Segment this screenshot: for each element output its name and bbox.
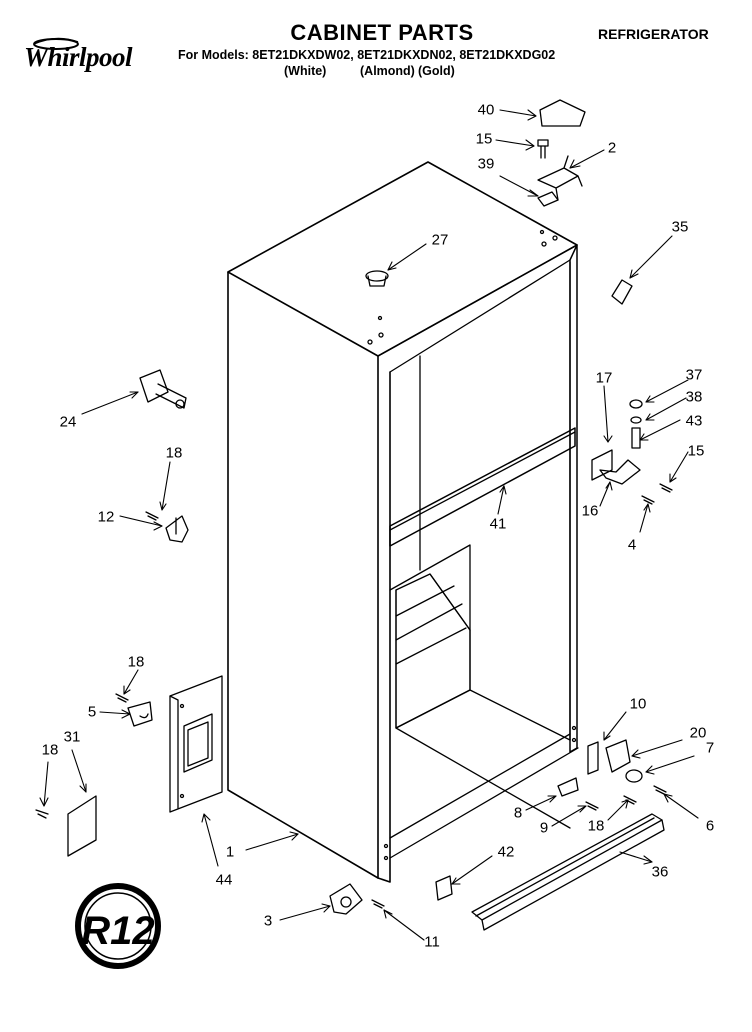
washer-icon bbox=[630, 416, 642, 424]
screw-icon bbox=[585, 801, 599, 811]
page-title: CABINET PARTS bbox=[290, 20, 474, 45]
color-gold: (Gold) bbox=[418, 64, 455, 78]
callout-40: 40 bbox=[477, 101, 495, 119]
rear-bracket bbox=[169, 675, 223, 813]
callout-20: 20 bbox=[689, 724, 707, 742]
hinge-pin-icon bbox=[631, 427, 641, 449]
callout-9: 9 bbox=[539, 819, 549, 837]
callout-2: 2 bbox=[607, 139, 617, 157]
callout-18-right: 18 bbox=[587, 817, 605, 835]
center-rail bbox=[389, 427, 576, 547]
top-trim-icon bbox=[611, 279, 633, 305]
screw-icon bbox=[537, 139, 549, 159]
callout-27: 27 bbox=[431, 231, 449, 249]
callout-15: 15 bbox=[475, 130, 493, 148]
callout-5: 5 bbox=[87, 703, 97, 721]
callout-35: 35 bbox=[671, 218, 689, 236]
screw-icon bbox=[115, 693, 129, 703]
screw-icon bbox=[659, 483, 673, 493]
callout-42: 42 bbox=[497, 843, 515, 861]
logo-swoosh-icon bbox=[33, 37, 79, 50]
callout-18-left: 18 bbox=[127, 653, 145, 671]
washer-icon bbox=[629, 399, 643, 409]
callout-1: 1 bbox=[225, 843, 235, 861]
color-almond: (Almond) bbox=[360, 64, 415, 78]
screw-icon bbox=[371, 899, 385, 909]
rear-roller-bracket-icon bbox=[557, 777, 579, 797]
appliance-type: REFRIGERATOR bbox=[598, 26, 709, 42]
badge-text: R12 bbox=[81, 909, 154, 953]
color-white: (White) bbox=[284, 64, 327, 78]
door-stop-bracket-icon bbox=[165, 515, 189, 543]
callout-7: 7 bbox=[705, 739, 715, 757]
callout-16: 16 bbox=[581, 502, 599, 520]
hole-plug-icon bbox=[365, 270, 389, 287]
brand-wordmark: Whirlpool bbox=[24, 42, 133, 72]
cabinet-shell bbox=[227, 161, 579, 883]
screw-icon bbox=[145, 511, 159, 521]
callout-12: 12 bbox=[97, 508, 115, 526]
model-list: For Models: 8ET21DKXDW02, 8ET21DKXDN02, … bbox=[178, 48, 556, 62]
callout-18-low: 18 bbox=[41, 741, 59, 759]
screw-icon bbox=[35, 809, 49, 819]
callout-18: 18 bbox=[165, 444, 183, 462]
callout-37: 37 bbox=[685, 366, 703, 384]
grille-clip-icon bbox=[435, 875, 453, 901]
front-roller-icon bbox=[329, 883, 363, 915]
callout-3: 3 bbox=[263, 912, 273, 930]
callout-43: 43 bbox=[685, 412, 703, 430]
screw-icon bbox=[641, 495, 655, 505]
r12-refrigerant-badge: R12 bbox=[75, 883, 161, 969]
leader-lines bbox=[39, 109, 699, 941]
handle-mount-icon bbox=[139, 369, 187, 409]
bottom-hinge-icon bbox=[587, 741, 599, 775]
callout-11: 11 bbox=[424, 933, 440, 951]
callout-44: 44 bbox=[215, 871, 233, 889]
callout-17: 17 bbox=[595, 369, 613, 387]
callout-38: 38 bbox=[685, 388, 703, 406]
center-hinge-icon bbox=[591, 449, 641, 485]
washer-icon bbox=[625, 769, 643, 783]
rear-cover-icon bbox=[67, 795, 97, 857]
hinge-cap-icon bbox=[539, 99, 586, 127]
whirlpool-logo: Whirlpool bbox=[20, 30, 158, 74]
cord-clip-icon bbox=[127, 701, 153, 727]
callout-31: 31 bbox=[63, 728, 81, 746]
callout-39: 39 bbox=[477, 155, 495, 173]
callout-8: 8 bbox=[513, 804, 523, 822]
hinge-shim-icon bbox=[537, 191, 559, 207]
screw-icon bbox=[653, 785, 667, 795]
callout-36: 36 bbox=[651, 863, 669, 881]
callout-6: 6 bbox=[705, 817, 715, 835]
callout-10: 10 bbox=[629, 695, 647, 713]
callout-41: 41 bbox=[489, 515, 507, 533]
callout-24: 24 bbox=[59, 413, 77, 431]
bottom-hinge-bracket-icon bbox=[605, 739, 631, 773]
toe-grille bbox=[471, 813, 665, 931]
top-hinge-icon bbox=[537, 155, 583, 201]
callout-15-mid: 15 bbox=[687, 442, 705, 460]
front-roller-wheel bbox=[340, 896, 352, 908]
callout-4: 4 bbox=[627, 536, 637, 554]
